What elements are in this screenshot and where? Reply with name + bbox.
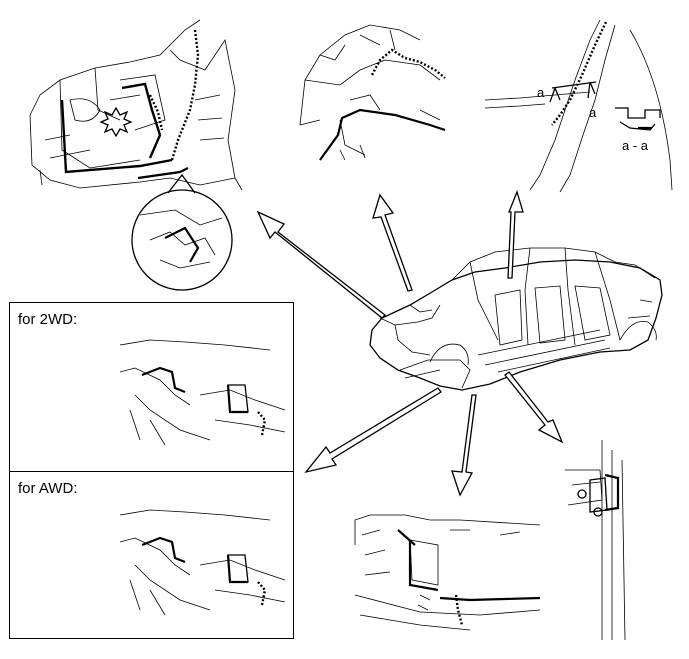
floor-sketch-2wd (119, 339, 286, 446)
rocker-detail (354, 514, 541, 631)
arrow-to-wheelhouse-detail (256, 210, 386, 319)
section-cut-mark-right: a (589, 105, 597, 120)
car-body-illustration (369, 247, 663, 391)
arrow-to-floor-panels (304, 387, 442, 474)
arrow-to-cowl-detail (372, 193, 413, 292)
pointer-arrows (256, 190, 564, 497)
section-cut-mark-left: a (537, 85, 545, 100)
floor-sketch-awd (119, 509, 286, 616)
panel-awd-label: for AWD: (18, 480, 78, 497)
panel-2wd: for 2WD: (9, 302, 294, 472)
panel-awd: for AWD: (9, 471, 294, 639)
arrow-to-rocker-detail (451, 394, 477, 497)
arrow-to-pillar-detail (507, 190, 524, 279)
hinge-detail (565, 440, 626, 641)
arrow-to-hinge-detail (504, 371, 564, 444)
pillar-detail: a a a - a (484, 19, 673, 193)
panel-2wd-label: for 2WD: (18, 311, 78, 328)
section-label: a - a (622, 138, 649, 153)
wheelhouse-detail (29, 19, 243, 291)
cowl-detail (299, 24, 446, 161)
